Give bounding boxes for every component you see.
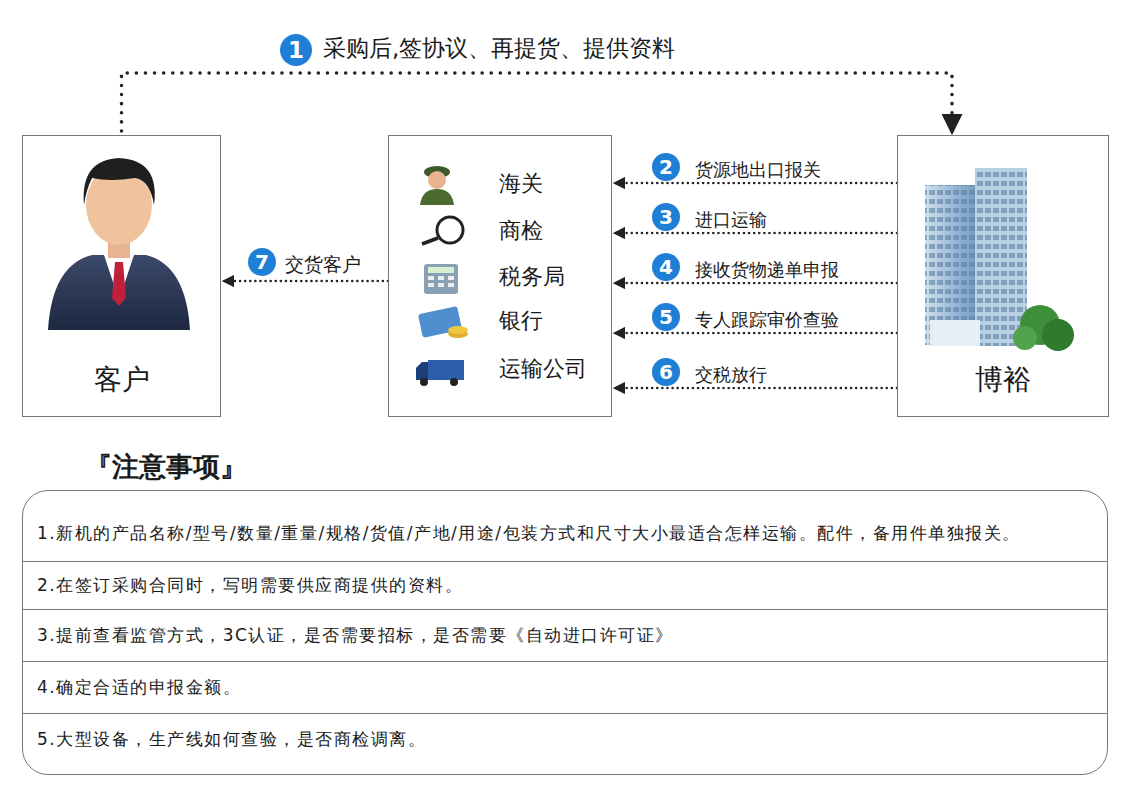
callout-number: 3 xyxy=(652,203,680,231)
edge-label: 接收货物递单申报 xyxy=(692,258,842,282)
note-item: 3.提前查看监管方式，3C认证，是否需要招标，是否需要《自动进口许可证》 xyxy=(23,609,1107,661)
dotted-connector xyxy=(614,182,897,185)
box-title: 客户 xyxy=(23,361,220,399)
edge-label: 采购后,签协议、再提货、提供资料 xyxy=(320,33,678,64)
dotted-connector xyxy=(614,387,897,390)
node-box: 『注意事项』1.新机的产品名称/型号/数量/重量/规格/货值/产地/用途/包装方… xyxy=(22,490,1108,775)
agency-name: 银行 xyxy=(499,306,543,336)
dotted-connector xyxy=(122,73,953,133)
building-figure xyxy=(925,168,1074,351)
node-box: 博裕 xyxy=(897,135,1109,417)
node-box: 客户 xyxy=(22,135,221,417)
magnifier-icon xyxy=(422,217,463,244)
agency-name: 海关 xyxy=(499,169,543,199)
bank-icon xyxy=(418,306,468,338)
edge-label: 专人跟踪审价查验 xyxy=(692,308,842,332)
notes-heading: 『注意事项』 xyxy=(85,449,247,485)
dotted-connector xyxy=(614,282,897,285)
person-figure xyxy=(48,158,190,330)
callout-number: 2 xyxy=(652,153,680,181)
callout-number: 1 xyxy=(280,34,312,66)
note-item: 2.在签订采购合同时，写明需要供应商提供的资料。 xyxy=(23,561,1107,609)
dotted-connector xyxy=(223,280,388,283)
callout-number: 5 xyxy=(652,303,680,331)
truck-icon xyxy=(416,360,464,386)
dotted-connector xyxy=(614,232,897,235)
note-item: 5.大型设备，生产线如何查验，是否商检调离。 xyxy=(23,713,1107,765)
callout-number: 4 xyxy=(652,253,680,281)
note-item: 4.确定合适的申报金额。 xyxy=(23,661,1107,713)
edge-label: 进口运输 xyxy=(692,208,770,232)
dotted-connector xyxy=(614,332,897,335)
node-box: 海关商检税务局银行运输公司 xyxy=(388,135,612,417)
calculator-icon xyxy=(424,264,458,294)
customs-icon xyxy=(420,166,454,205)
box-title: 博裕 xyxy=(898,361,1108,399)
callout-number: 7 xyxy=(248,248,276,276)
agency-name: 商检 xyxy=(499,216,543,246)
agency-name: 税务局 xyxy=(499,262,565,292)
edge-label: 货源地出口报关 xyxy=(692,158,824,182)
note-item: 1.新机的产品名称/型号/数量/重量/规格/货值/产地/用途/包装方式和尺寸大小… xyxy=(23,505,1107,561)
agency-name: 运输公司 xyxy=(499,354,587,384)
callout-number: 6 xyxy=(652,358,680,386)
edge-label: 交税放行 xyxy=(692,363,770,387)
edge-label: 交货客户 xyxy=(282,252,364,278)
